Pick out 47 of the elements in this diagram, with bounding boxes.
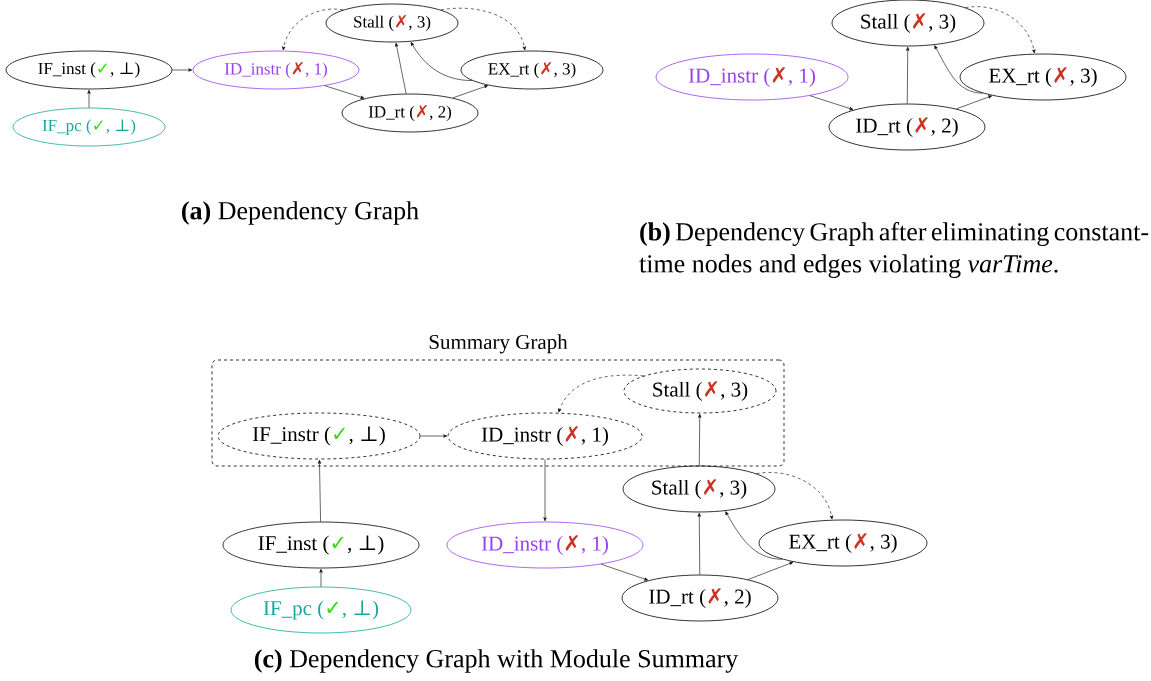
graph-node: EX_rt (✗, 3) xyxy=(758,519,928,567)
arrow xyxy=(747,561,794,580)
dashed-arrow xyxy=(282,8,344,51)
arrow xyxy=(956,95,992,110)
arrow xyxy=(420,434,448,438)
dashed-arrow xyxy=(965,6,1036,54)
arrow xyxy=(725,511,783,560)
arrow xyxy=(543,459,547,522)
dashed-arrow xyxy=(756,472,834,520)
graph-node: IF_pc (✓, ⊥) xyxy=(230,586,412,634)
arrow xyxy=(452,85,488,99)
dashed-arrow xyxy=(440,7,526,51)
graph-node: EX_rt (✗, 3) xyxy=(460,50,604,90)
arrow xyxy=(906,46,910,104)
arrow xyxy=(809,95,854,111)
caption: (b) Dependency Graph after eliminating constant-time nodes and edges violating varTime. xyxy=(639,222,1149,278)
graph-node: ID_instr (✗, 1) xyxy=(655,53,849,101)
caption: (a) Dependency Graph xyxy=(182,201,419,225)
graph-node: ID_instr (✗, 1) xyxy=(447,412,643,460)
arrow xyxy=(87,89,91,108)
arrow xyxy=(317,459,322,522)
graph-node: EX_rt (✗, 3) xyxy=(959,53,1127,101)
graph-node: ID_rt (✗, 2) xyxy=(828,103,986,151)
caption: (c) Dependency Graph with Module Summary xyxy=(254,649,739,673)
graph-node: IF_inst (✓, ⊥) xyxy=(5,50,173,90)
arrow xyxy=(698,413,702,466)
arrow xyxy=(934,45,983,94)
graph-node: IF_inst (✓, ⊥) xyxy=(222,521,420,569)
graph-node: IF_instr (✓, ⊥) xyxy=(217,412,421,460)
arrow xyxy=(697,512,701,575)
graph-node: ID_rt (✗, 2) xyxy=(341,93,479,133)
arrow xyxy=(395,42,407,94)
graph-node: ID_rt (✗, 2) xyxy=(621,574,779,622)
graph-node: ID_instr (✗, 1) xyxy=(446,521,644,569)
graph-node: Stall (✗, 3) xyxy=(622,465,776,513)
graph-node: Stall (✗, 3) xyxy=(831,0,985,47)
graph-node: Stall (✗, 3) xyxy=(623,368,777,414)
graph-node: Stall (✗, 3) xyxy=(325,3,459,43)
dashed-arrow xyxy=(558,374,644,413)
arrow xyxy=(410,42,473,81)
graph-node: ID_instr (✗, 1) xyxy=(192,50,360,90)
arrow xyxy=(319,568,323,587)
graph-node: IF_pc (✓, ⊥) xyxy=(12,107,166,147)
arrow xyxy=(324,85,365,99)
arrow xyxy=(600,563,648,581)
arrow xyxy=(172,68,193,72)
node-label: Summary Graph xyxy=(429,334,568,354)
